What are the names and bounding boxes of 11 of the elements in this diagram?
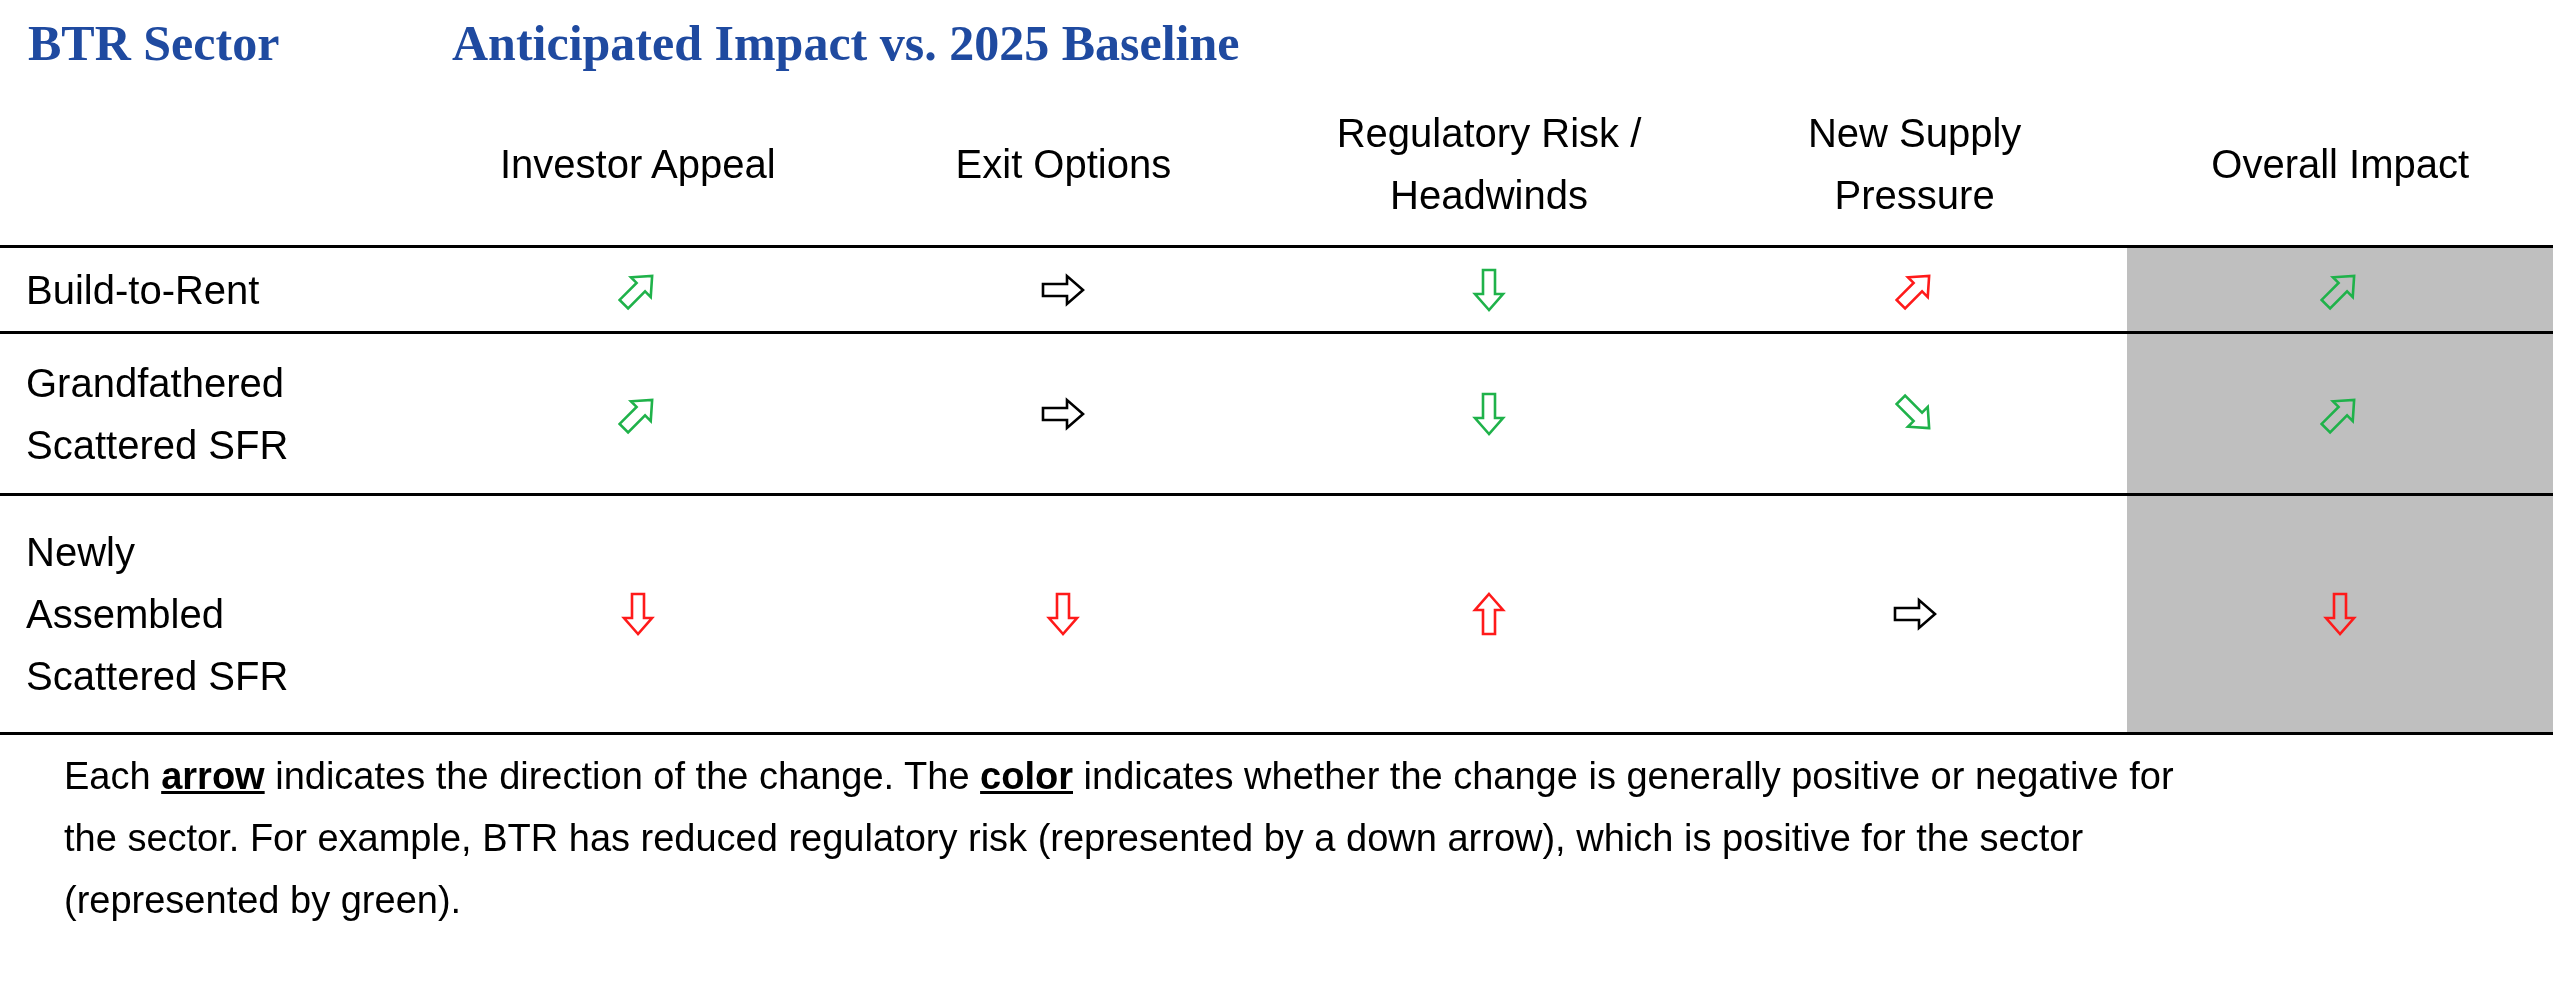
- footnote: Each arrow indicates the direction of the change. The color indicates whether the change is generally positive or negative for the sector. For example, BTR has reduced regulatory risk (represented by a down arrow), which is positive for the sector (represented by green).: [64, 754, 2175, 923]
- section-heading: Anticipated Impact vs. 2025 Baseline: [452, 14, 1240, 72]
- column-header: Regulatory Risk / Headwinds: [1335, 109, 1643, 219]
- section-heading: BTR Sector: [28, 14, 280, 72]
- column-header: Overall Impact: [2211, 140, 2470, 188]
- row-label: Newly Assembled Scattered SFR: [26, 529, 290, 700]
- column-header: New Supply Pressure: [1806, 109, 2023, 219]
- row-label: Grandfathered Scattered SFR: [26, 359, 290, 469]
- row-label: Build-to-Rent: [26, 266, 260, 314]
- column-header: Exit Options: [955, 140, 1172, 188]
- column-header: Investor Appeal: [499, 140, 776, 188]
